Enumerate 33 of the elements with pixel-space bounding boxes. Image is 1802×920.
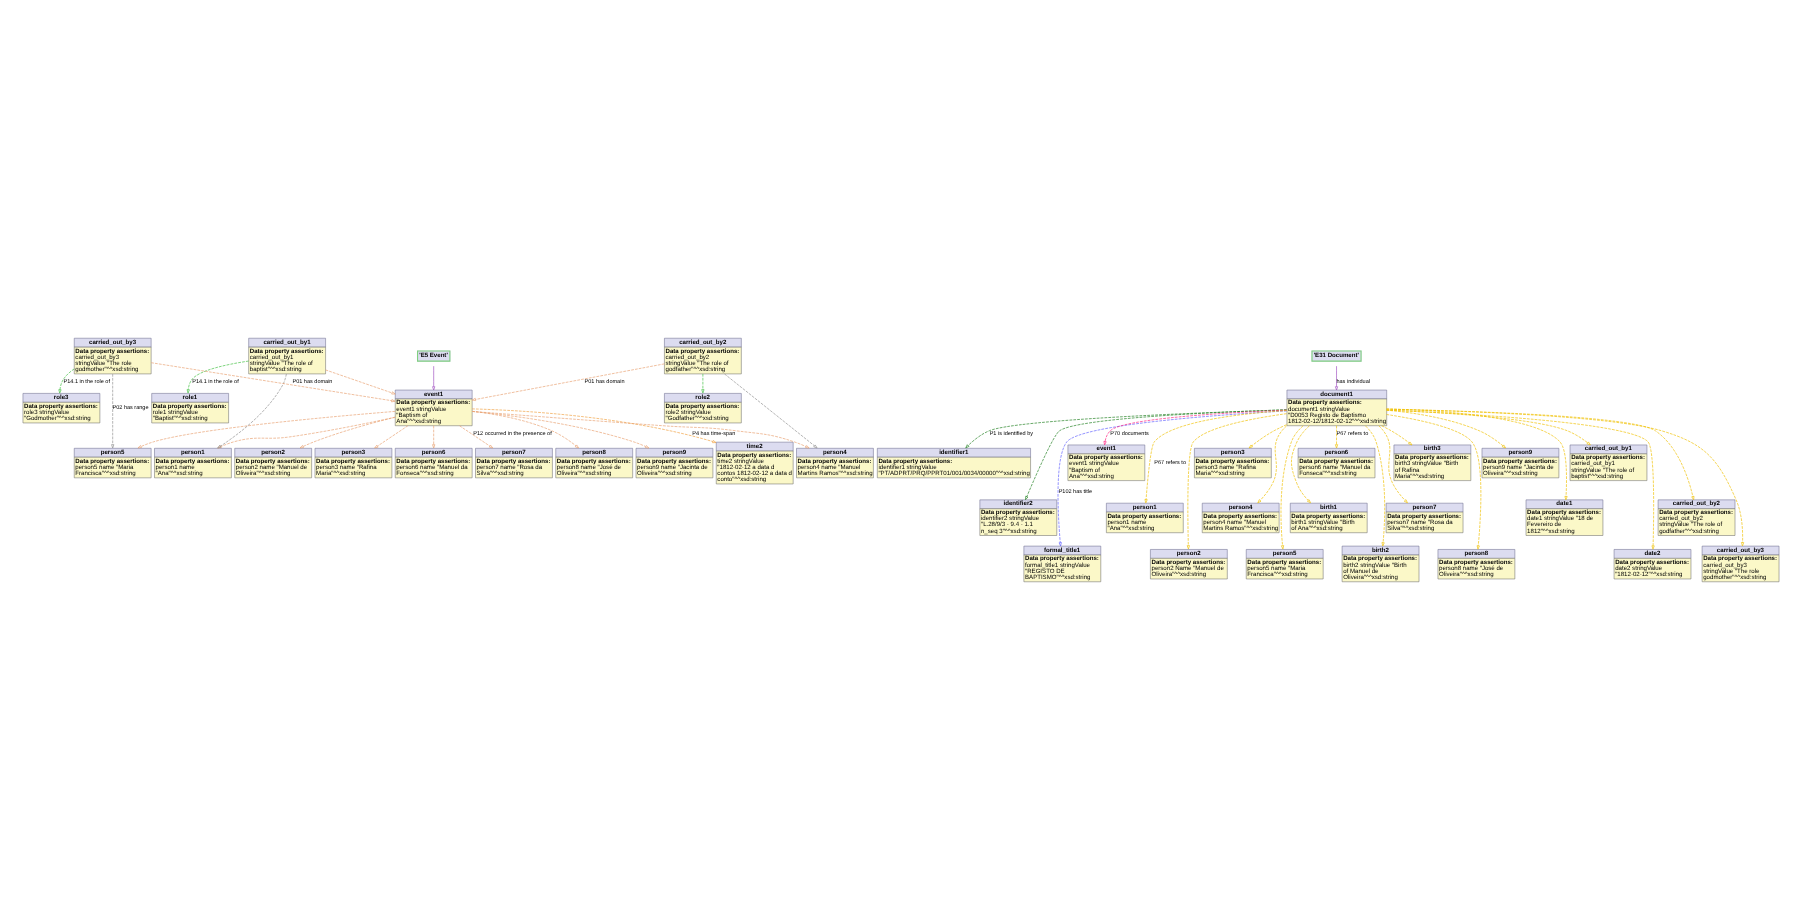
arrow [471, 363, 665, 401]
arrow [432, 425, 436, 449]
arrow [1386, 408, 1695, 501]
arrow [701, 373, 705, 394]
arrow [471, 408, 717, 444]
arrow [1335, 425, 1339, 449]
arrow [325, 369, 396, 395]
arrow [1025, 409, 1287, 501]
arrow [724, 373, 818, 449]
arrow [459, 425, 494, 449]
arrow [1365, 425, 1386, 547]
arrow [1103, 409, 1287, 446]
arrow [965, 409, 1287, 449]
arrow [299, 416, 396, 449]
arrow [471, 411, 810, 449]
arrow [111, 373, 115, 449]
arrow [58, 368, 75, 394]
arrow [1291, 425, 1311, 504]
arrow [1335, 365, 1339, 391]
arrow [1386, 408, 1568, 501]
arrow [1144, 410, 1287, 504]
arrow [1381, 425, 1413, 446]
arrow [471, 411, 650, 449]
arrow [432, 365, 436, 391]
arrow [1248, 424, 1287, 449]
arrow [374, 425, 409, 449]
arrow [186, 360, 249, 394]
arrow [1186, 413, 1287, 550]
arrow [150, 362, 396, 403]
arrow [1280, 425, 1304, 550]
arrow [1378, 425, 1408, 504]
arrow [1257, 425, 1287, 504]
arrow [1057, 410, 1287, 547]
